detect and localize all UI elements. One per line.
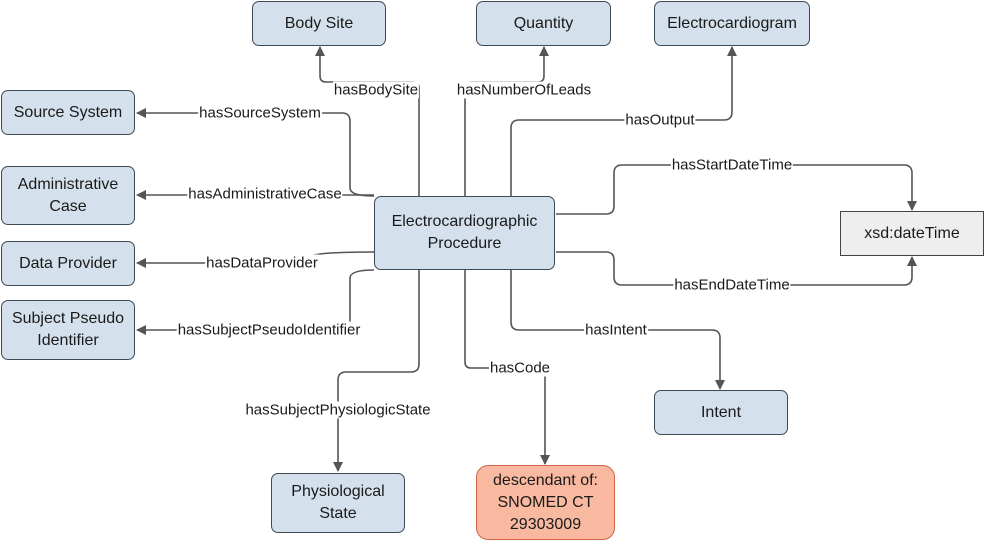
label-has-data-provider: hasDataProvider	[205, 254, 319, 272]
label-has-number-of-leads: hasNumberOfLeads	[455, 81, 593, 99]
node-data-provider[interactable]: Data Provider	[1, 241, 135, 286]
label-has-body-site: hasBodySite	[332, 81, 420, 99]
edge-has-output	[510, 46, 737, 196]
node-administrative-case[interactable]: Administrative Case	[1, 166, 135, 225]
node-electrocardiogram[interactable]: Electrocardiogram	[654, 1, 810, 46]
edge-has-number-of-leads	[464, 46, 549, 196]
edge-has-source-system	[136, 108, 375, 197]
label-has-subject-physiologic-state: hasSubjectPhysiologicState	[244, 401, 432, 419]
node-body-site[interactable]: Body Site	[252, 1, 386, 46]
edge-has-end-date-time	[556, 251, 917, 286]
edge-has-subject-physiologic-state	[333, 270, 420, 472]
label-has-start-date-time: hasStartDateTime	[670, 156, 794, 174]
label-has-output: hasOutput	[624, 111, 696, 129]
edge-has-start-date-time	[556, 164, 917, 215]
node-intent[interactable]: Intent	[654, 390, 788, 435]
label-has-subject-pseudo-identifier: hasSubjectPseudoIdentifier	[176, 321, 362, 339]
label-has-code: hasCode	[488, 359, 552, 377]
node-subject-pseudo-identifier[interactable]: Subject Pseudo Identifier	[1, 300, 135, 360]
node-physiological-state[interactable]: Physiological State	[271, 473, 405, 533]
label-has-administrative-case: hasAdministrativeCase	[187, 185, 343, 203]
node-xsd-datetime[interactable]: xsd:dateTime	[840, 211, 984, 256]
node-electrocardiographic-procedure[interactable]: Electrocardiographic Procedure	[374, 196, 555, 270]
label-has-source-system: hasSourceSystem	[198, 104, 322, 122]
node-snomed-code[interactable]: descendant of: SNOMED CT 29303009	[476, 465, 615, 540]
edge-has-body-site	[315, 46, 420, 196]
label-has-intent: hasIntent	[584, 321, 648, 339]
label-has-end-date-time: hasEndDateTime	[673, 276, 791, 294]
node-source-system[interactable]: Source System	[1, 90, 135, 135]
node-quantity[interactable]: Quantity	[476, 1, 611, 46]
